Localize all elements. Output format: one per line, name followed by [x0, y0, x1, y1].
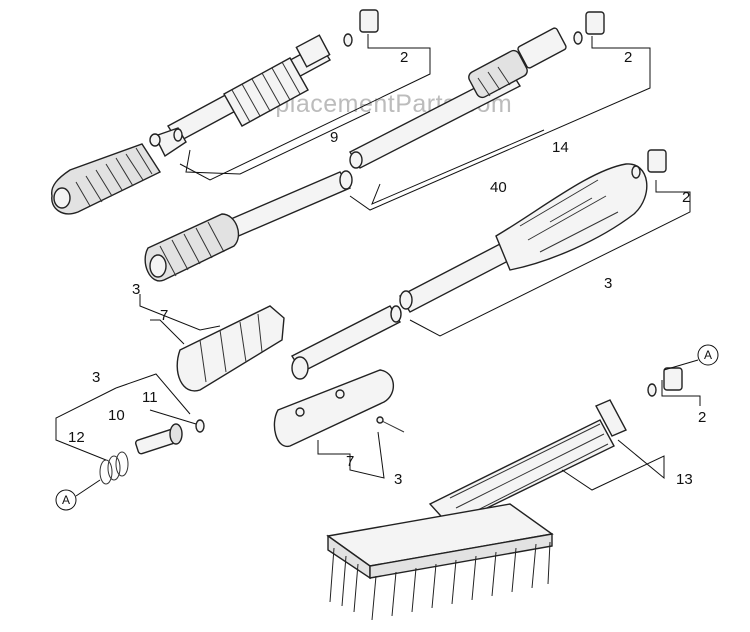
- callout-11: 11: [142, 389, 158, 406]
- nut-group-1: [343, 9, 379, 47]
- callout-2-c: 2: [682, 189, 690, 206]
- callout-3-c: 3: [92, 369, 100, 386]
- coupling-shell-left: [176, 305, 285, 392]
- callout-2-d: 2: [698, 409, 706, 426]
- callout-40: 40: [490, 179, 507, 196]
- callout-9: 9: [330, 129, 338, 146]
- callout-13: 13: [676, 471, 693, 488]
- adapter-fitting: [134, 419, 205, 455]
- callout-10: 10: [108, 407, 125, 424]
- callout-3-d: 3: [394, 471, 402, 488]
- extension-tube: [349, 27, 567, 169]
- callout-14: 14: [552, 139, 569, 156]
- reference-marker-top: A: [697, 344, 719, 366]
- callout-7-b: 7: [346, 453, 354, 470]
- callout-7-a: 7: [160, 307, 168, 324]
- brush-bristles: [329, 541, 551, 621]
- coupling-shell-right: [273, 369, 405, 447]
- connector-tube: [291, 305, 402, 380]
- leader-lines: [55, 34, 701, 491]
- wash-brush: [326, 399, 627, 621]
- svg-text:A: A: [704, 348, 712, 362]
- callout-2-b: 2: [624, 49, 632, 66]
- callout-3-a: 3: [604, 275, 612, 292]
- spring-coil: [99, 451, 129, 485]
- nut-group-3: [631, 149, 667, 179]
- svg-text:A: A: [62, 493, 70, 507]
- short-tube: [144, 170, 353, 282]
- spray-handle: [399, 163, 648, 313]
- callout-12: 12: [68, 429, 85, 446]
- callout-3-b: 3: [132, 281, 140, 298]
- nut-group-4: [647, 367, 683, 397]
- callouts: 2 2 2 2 9 14 40 3 3 3 3 7 7 11 10 12 13: [68, 49, 706, 488]
- callout-2-a: 2: [400, 49, 408, 66]
- reference-marker-bottom: A: [55, 489, 77, 511]
- rotary-nozzle-lance: [51, 34, 331, 215]
- nut-group-2: [573, 11, 605, 45]
